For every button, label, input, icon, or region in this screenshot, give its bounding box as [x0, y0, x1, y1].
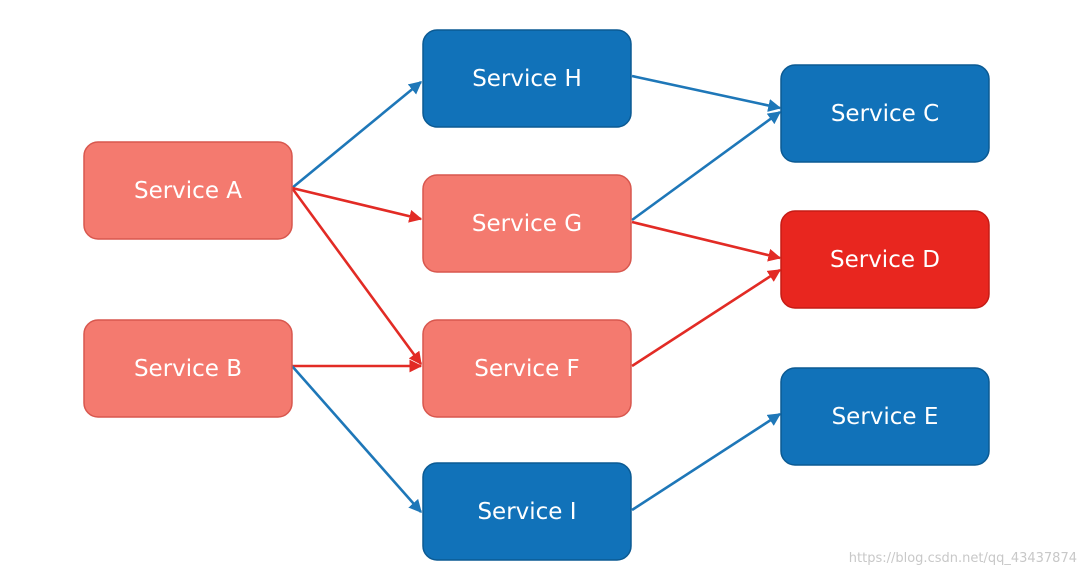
service-box-c [780, 64, 990, 163]
edge-h-to-c [631, 74, 782, 112]
service-node-i: Service I [422, 462, 632, 561]
service-label-g: Service G [472, 211, 582, 237]
watermark-url: https://blog.csdn.net/qq_43437874 [848, 551, 1077, 566]
service-node-e: Service E [780, 367, 990, 466]
service-label-e: Service E [832, 404, 939, 430]
service-node-f: Service F [422, 319, 632, 418]
service-label-b: Service B [134, 356, 242, 382]
service-label-d: Service D [830, 247, 940, 273]
edge-g-to-c [631, 110, 782, 222]
service-node-h: Service H [422, 29, 632, 128]
nodes-layer: Service A Service B Service H Service G Serv… [83, 29, 990, 561]
service-box-d [780, 210, 990, 309]
service-label-h: Service H [472, 66, 582, 92]
edge-g-to-d [631, 220, 782, 262]
service-box-e [780, 367, 990, 466]
service-node-a: Service A [83, 141, 293, 240]
service-box-g [422, 174, 632, 273]
edge-b-to-i [291, 365, 422, 513]
edges-layer [290, 74, 782, 513]
edge-i-to-e [631, 412, 782, 512]
edge-a-to-f [290, 187, 423, 366]
edge-a-to-h [291, 80, 423, 190]
service-box-i [422, 462, 632, 561]
service-label-c: Service C [831, 101, 939, 127]
service-node-g: Service G [422, 174, 632, 273]
service-node-c: Service C [780, 64, 990, 163]
service-box-h [422, 29, 632, 128]
service-box-b [83, 319, 293, 418]
service-node-b: Service B [83, 319, 293, 418]
edge-f-to-d [631, 268, 782, 368]
service-label-f: Service F [474, 356, 580, 382]
edge-a-to-g [291, 186, 423, 223]
service-label-a: Service A [134, 178, 242, 204]
service-box-f [422, 319, 632, 418]
service-box-a [83, 141, 293, 240]
service-label-i: Service I [477, 499, 576, 525]
service-node-d: Service D [780, 210, 990, 309]
